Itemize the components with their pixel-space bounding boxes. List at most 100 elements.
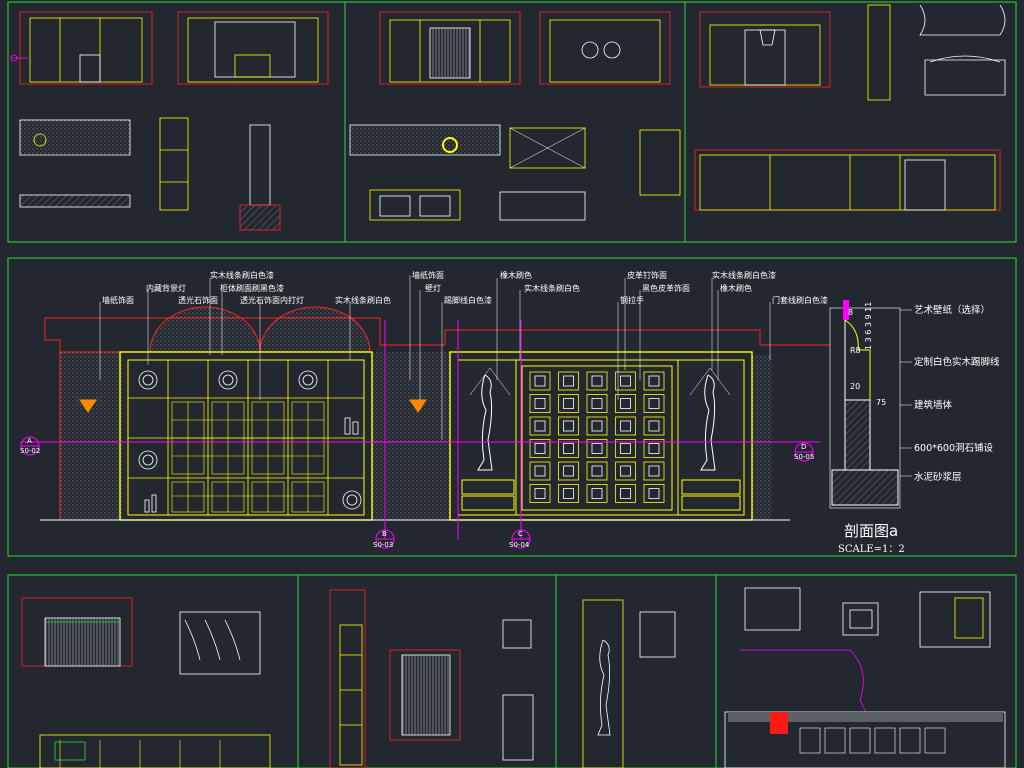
callout-wood-white-2: 实木线条刷白色 bbox=[335, 296, 391, 305]
panel-pad-inner bbox=[563, 398, 574, 409]
panel-pad bbox=[643, 439, 665, 458]
panel-pad-inner bbox=[591, 465, 603, 477]
panel-pad bbox=[615, 461, 636, 481]
panel-pad-inner bbox=[591, 443, 603, 454]
callout-door-trim: 门套线刷白色漆 bbox=[772, 296, 828, 305]
callout-oak-1: 橡木刷色 bbox=[500, 271, 532, 280]
top-left-drawings bbox=[10, 11, 329, 231]
marker-d-code: S0-05 bbox=[794, 453, 815, 461]
note-art-wallpaper: 艺术壁纸（选择） bbox=[914, 305, 991, 316]
callout-wood-white-4: 实木线条刷白色漆 bbox=[712, 271, 776, 280]
top-panel-mid bbox=[344, 1, 686, 243]
note-travertine: 600*600洞石铺设 bbox=[914, 443, 994, 454]
panel-pad-inner bbox=[620, 465, 631, 477]
top-panel-right bbox=[684, 1, 1017, 243]
panel-pad-inner bbox=[620, 375, 631, 387]
marker-c-code: S0-04 bbox=[509, 541, 530, 549]
callout-wallpaper-2: 墙纸饰面 bbox=[412, 271, 444, 280]
note-wall: 建筑墙体 bbox=[914, 400, 953, 411]
panel-pad-inner bbox=[620, 398, 631, 409]
panel-pad bbox=[615, 371, 636, 391]
panel-pad-inner bbox=[648, 398, 660, 409]
panel-pad-inner bbox=[534, 488, 546, 499]
panel-pad-inner bbox=[563, 465, 574, 477]
panel-pad bbox=[586, 371, 608, 391]
bottom-panel-4 bbox=[715, 574, 1017, 768]
section-title: 剖面图a bbox=[844, 522, 899, 540]
bottom-drawings bbox=[21, 587, 1006, 768]
panel-pad bbox=[643, 394, 665, 413]
callout-skirting: 踢脚线白色漆 bbox=[444, 296, 492, 305]
note-mortar: 水泥砂浆层 bbox=[914, 472, 962, 483]
panel-pad bbox=[615, 416, 636, 436]
dim-r8: R8 bbox=[850, 346, 861, 355]
panel-pad bbox=[615, 394, 636, 413]
panel-pad-inner bbox=[563, 488, 574, 499]
panel-pad-inner bbox=[534, 443, 546, 454]
section-a-drawing bbox=[829, 300, 912, 509]
top-mid-drawings bbox=[349, 11, 681, 221]
main-elevation bbox=[20, 275, 830, 549]
panel-pad bbox=[586, 484, 608, 503]
callout-cabinet-black: 柜体刷面刷黑色漆 bbox=[220, 284, 284, 293]
panel-pad-inner bbox=[648, 375, 660, 387]
marker-d-letter: D bbox=[801, 443, 807, 451]
panel-pad bbox=[529, 416, 551, 436]
panel-pad bbox=[615, 439, 636, 458]
section-scale: SCALE=1：2 bbox=[838, 544, 905, 555]
panel-pad bbox=[586, 416, 608, 436]
callout-wood-white-1: 实木线条刷白色漆 bbox=[210, 271, 274, 280]
panel-pad bbox=[529, 439, 551, 458]
panel-pad-inner bbox=[648, 420, 660, 432]
panel-pad bbox=[643, 461, 665, 481]
callout-wall-lamp: 壁灯 bbox=[425, 284, 441, 293]
panel-pad-inner bbox=[534, 375, 546, 387]
panel-pad bbox=[558, 484, 579, 503]
top-right-drawings bbox=[694, 4, 1006, 211]
panel-pad-inner bbox=[648, 443, 660, 454]
panel-pad bbox=[558, 439, 579, 458]
panel-pad-inner bbox=[563, 443, 574, 454]
panel-pad bbox=[643, 484, 665, 503]
dim-75: 75 bbox=[876, 398, 887, 407]
panel-pad-inner bbox=[591, 420, 603, 432]
callout-oak-2: 橡木刷色 bbox=[720, 284, 752, 293]
callout-steel-handle: 钢拉手 bbox=[620, 296, 644, 305]
marker-b-code: S0-03 bbox=[373, 541, 394, 549]
panel-pad-inner bbox=[620, 443, 631, 454]
marker-c-letter: C bbox=[518, 530, 523, 538]
panel-pad bbox=[529, 371, 551, 391]
panel-pad-inner bbox=[563, 420, 574, 432]
panel-pad-inner bbox=[648, 488, 660, 499]
callout-stone-light: 透光石饰面内打灯 bbox=[240, 296, 304, 305]
bottom-panel-3 bbox=[555, 574, 717, 768]
panel-pad bbox=[529, 394, 551, 413]
callout-black-leather: 黑色皮革饰面 bbox=[642, 284, 690, 293]
panel-pad bbox=[643, 416, 665, 436]
panel-pad-inner bbox=[591, 375, 603, 387]
panel-pad bbox=[558, 461, 579, 481]
panel-pad bbox=[558, 416, 579, 436]
panel-pad-inner bbox=[563, 375, 574, 387]
section-marker-circles bbox=[20, 436, 814, 549]
bottom-panel-1 bbox=[7, 574, 299, 768]
marker-b-letter: B bbox=[382, 530, 387, 538]
panel-pad bbox=[586, 394, 608, 413]
callout-wallpaper-1: 墙纸饰面 bbox=[102, 296, 134, 305]
callout-hidden-light: 内藏背景灯 bbox=[146, 284, 186, 293]
dim-stack: 1 3 6 3 9 11 bbox=[864, 301, 873, 350]
panel-pad bbox=[615, 484, 636, 503]
panel-borders bbox=[7, 1, 1017, 768]
panel-pad-inner bbox=[620, 488, 631, 499]
panel-pad-inner bbox=[648, 465, 660, 477]
callout-stone-1: 透光石饰面 bbox=[178, 296, 218, 305]
panel-pad bbox=[586, 439, 608, 458]
panel-pad-inner bbox=[534, 465, 546, 477]
dim-8: 8 bbox=[848, 308, 854, 317]
panel-pad bbox=[643, 371, 665, 391]
callout-leather-nail: 皮革钉饰面 bbox=[627, 271, 667, 280]
panel-pad-inner bbox=[620, 420, 631, 432]
dim-20: 20 bbox=[850, 382, 861, 391]
marker-a-code: S0-02 bbox=[20, 447, 41, 455]
